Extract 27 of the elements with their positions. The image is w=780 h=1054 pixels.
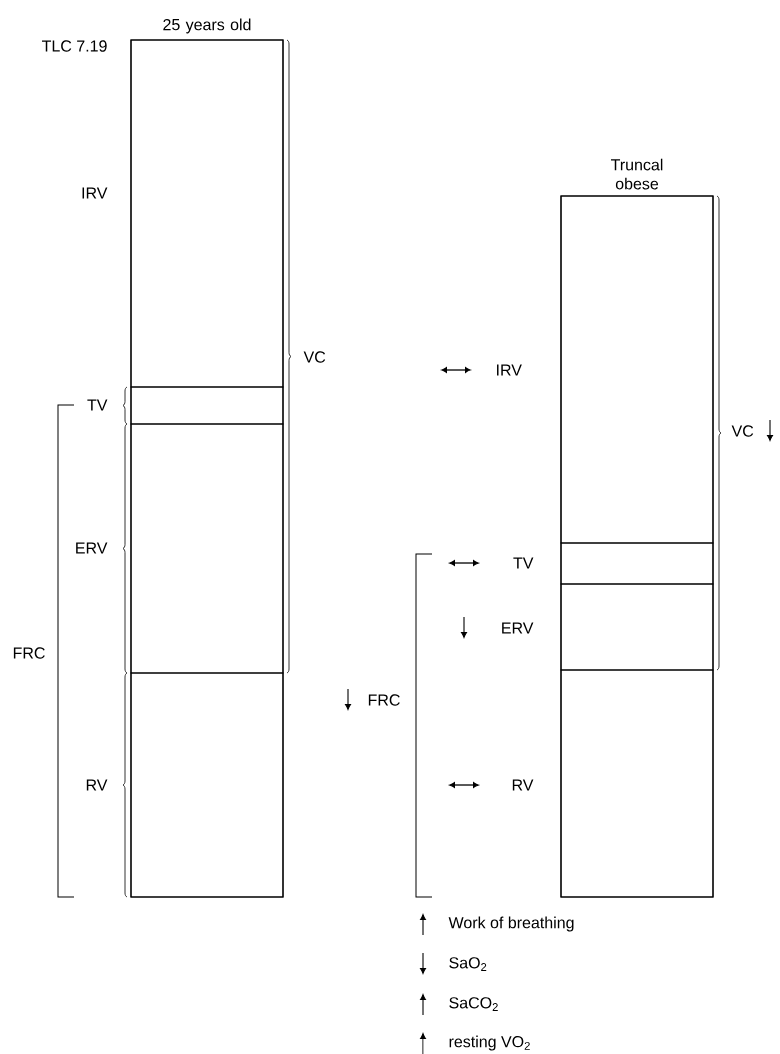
volume-label: IRV bbox=[497, 364, 522, 376]
volume-label: TV bbox=[87, 399, 108, 411]
volume-segment bbox=[130, 672, 284, 898]
volume-label: ERV bbox=[76, 542, 108, 554]
volume-label: TLC 7.19 bbox=[42, 40, 107, 52]
volume-segment bbox=[560, 195, 714, 544]
volume-segment bbox=[130, 423, 284, 674]
volume-label: ERV bbox=[502, 622, 534, 634]
volume-label: FRC bbox=[368, 694, 400, 706]
volume-label: VC bbox=[303, 351, 326, 363]
volume-label: IRV bbox=[82, 187, 108, 199]
volume-label: RV bbox=[86, 779, 108, 791]
node-label: 25 years old bbox=[163, 18, 251, 34]
volume-label: TV bbox=[513, 557, 534, 569]
volume-label: SaCO$_{2}$ bbox=[449, 997, 498, 1011]
node-label: Truncal obese bbox=[610, 158, 663, 190]
volume-label: RV bbox=[512, 779, 534, 791]
volume-segment bbox=[130, 39, 284, 388]
volume-label: resting VO$_{2}$ bbox=[449, 1035, 530, 1051]
volume-label: Work of breathing bbox=[448, 916, 574, 932]
volume-segment bbox=[130, 386, 284, 425]
volume-segment bbox=[560, 583, 714, 671]
volume-segment bbox=[560, 542, 714, 585]
volume-label: FRC bbox=[13, 647, 45, 659]
volume-label: SaO$_{2}$ bbox=[449, 957, 487, 971]
volume-segment bbox=[560, 669, 714, 898]
volume-label: VC bbox=[731, 425, 754, 437]
